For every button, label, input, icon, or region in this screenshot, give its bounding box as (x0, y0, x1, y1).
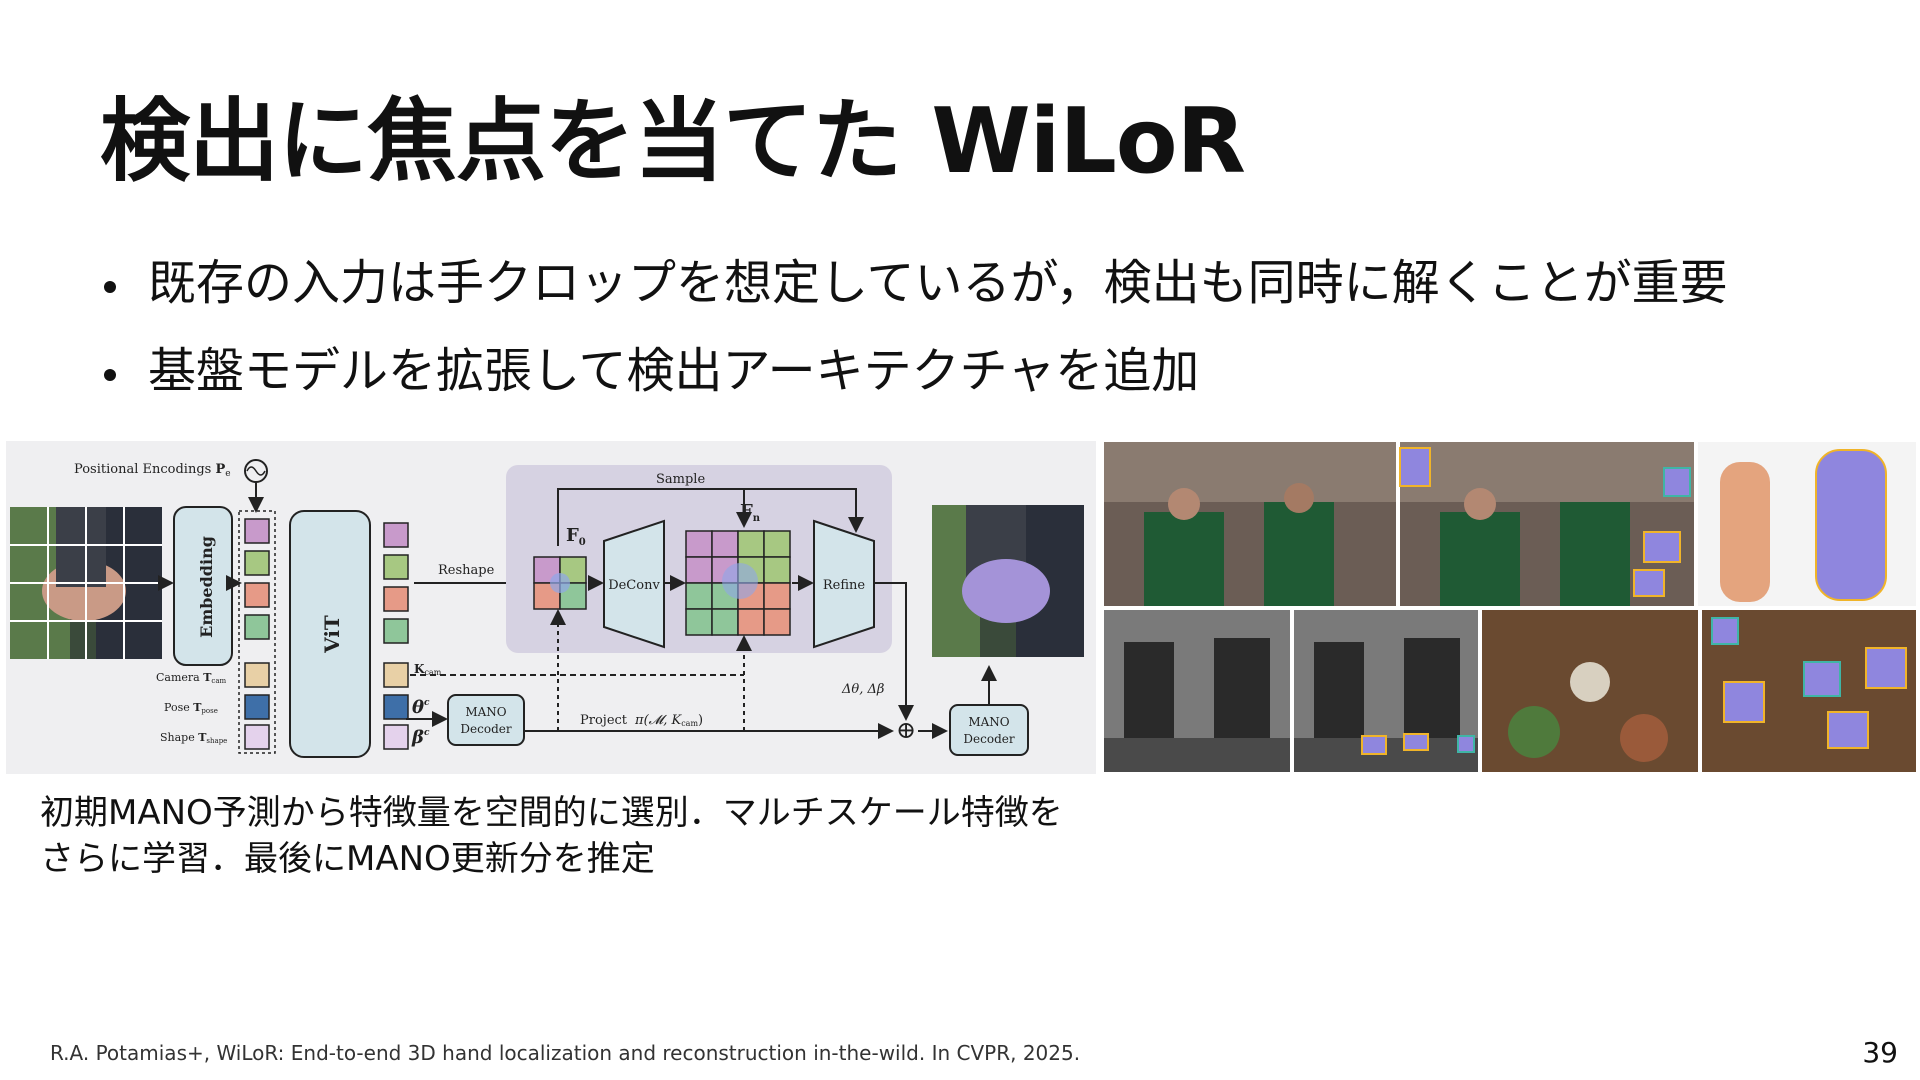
deconv-block (603, 519, 665, 649)
mano-decoder-label: MANO (968, 715, 1009, 729)
refine-label: Refine (823, 578, 866, 593)
vit-block (289, 510, 371, 758)
shape-token-label: Shape Tshape (160, 731, 227, 745)
deconv-label: DeConv (608, 578, 660, 593)
figure-caption: 初期MANO予測から特徴量を空間的に選別．マルチスケール特徴をさらに学習．最後に… (40, 793, 1063, 879)
result-image-basketball (1104, 442, 1396, 606)
kcam-label: Kcam (414, 662, 442, 677)
token-column (238, 510, 276, 754)
reshape-label: Reshape (438, 563, 495, 578)
results-grid (1104, 442, 1916, 772)
mano-decoder-label: MANO (465, 705, 506, 719)
fn-label: Fn (740, 501, 761, 524)
mano-decoder-block (447, 694, 525, 746)
f0-label: F0 (566, 525, 586, 548)
delta-label: Δθ, Δβ (841, 682, 884, 697)
result-image-vintage-annotated (1294, 610, 1478, 772)
camera-token-label: Camera Tcam (156, 671, 227, 685)
embedding-label: Embedding (197, 536, 216, 638)
result-image-toast-annotated (1702, 610, 1916, 772)
positional-encodings-label: Positional Encodings Pe (74, 462, 231, 479)
bullet-item: 既存の入力は手クロップを想定しているが，検出も同時に解くことが重要 (100, 255, 1728, 343)
result-image-vintage (1104, 610, 1290, 772)
mano-decoder-label: Decoder (963, 732, 1014, 746)
result-image-toast (1482, 610, 1698, 772)
mano-decoder-label: Decoder (460, 722, 511, 736)
pose-token-label: Pose Tpose (164, 701, 218, 715)
bullet-list: 既存の入力は手クロップを想定しているが，検出も同時に解くことが重要 基盤モデルを… (100, 255, 1728, 431)
result-image-basketball-annotated (1399, 442, 1694, 606)
beta-label: βc (411, 727, 430, 748)
architecture-diagram: Positional Encodings Pe Embedding Camera… (10, 459, 1084, 758)
slide-title: 検出に焦点を当てた WiLoR (100, 89, 1246, 194)
refine-block (813, 519, 875, 649)
fn-grid (685, 530, 791, 636)
mano-decoder-output-block (949, 704, 1029, 756)
theta-label: θc (412, 697, 430, 718)
sample-label: Sample (656, 472, 705, 487)
results-images (1104, 442, 1916, 772)
vit-label: ViT (320, 615, 344, 654)
page-number: 39 (1862, 1036, 1898, 1069)
image-tokens (244, 518, 270, 750)
bullet-item: 基盤モデルを拡張して検出アーキテクチャを追加 (100, 343, 1728, 431)
result-image-hand-gesture (1698, 442, 1916, 606)
output-hand-image (932, 505, 1084, 657)
architecture-figure: Positional Encodings Pe Embedding Camera… (6, 441, 1096, 774)
plus-icon: ⊕ (896, 716, 916, 744)
input-hand-image (10, 507, 162, 659)
citation-reference: R.A. Potamias+, WiLoR: End-to-end 3D han… (50, 1041, 1081, 1065)
output-tokens (383, 522, 409, 750)
